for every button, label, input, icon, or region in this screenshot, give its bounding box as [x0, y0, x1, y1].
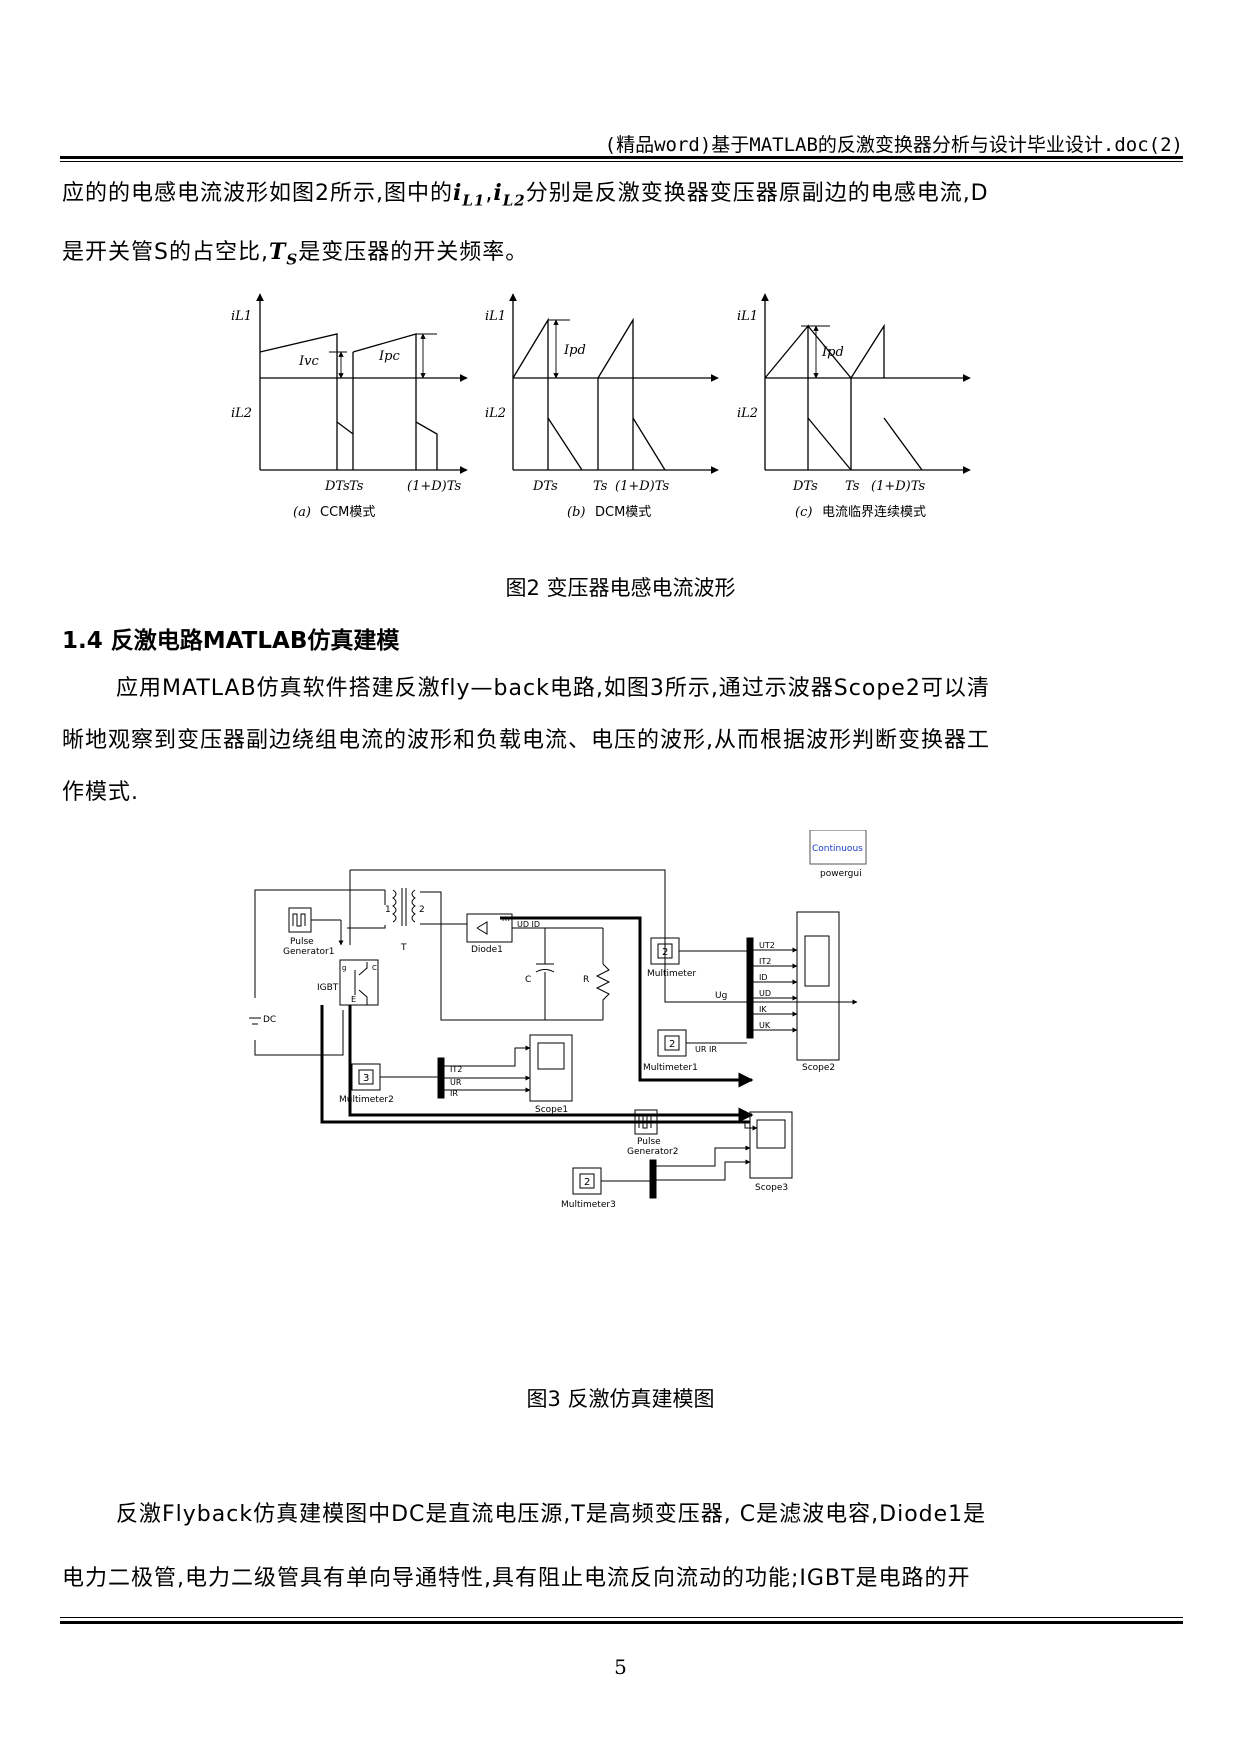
fig2b-ann1: Ipd — [563, 343, 586, 358]
fig2c-x2: Ts — [845, 479, 860, 494]
fig3-dc-label: DC — [263, 1015, 276, 1025]
paragraph-1: 应的的电感电流波形如图2所示,图中的iL1,iL2分别是反激变换器变压器原副边的… — [62, 167, 1182, 286]
fig2a-x3: (1+D)Ts — [407, 479, 461, 494]
fig3-pulse2a: Pulse — [637, 1137, 661, 1147]
paragraph-3: 反激Flyback仿真建模图中DC是直流电压源,T是高频变压器, C是滤波电容,… — [62, 1483, 1182, 1611]
paragraph-1-line-2: 是开关管S的占空比,TS是变压器的开关频率。 — [62, 226, 1182, 285]
fig3-scope1-label: Scope1 — [535, 1105, 568, 1115]
fig2b-tag: (b) — [567, 505, 585, 520]
fig3-mm-label: Multimeter — [647, 969, 696, 979]
fig3-uk: UK — [759, 1021, 771, 1030]
fig3-it2b: IT2 — [450, 1065, 462, 1074]
fig3-diode-label: Diode1 — [471, 945, 503, 955]
fig2b-x1: DTs — [532, 479, 558, 494]
fig3-id: ID — [759, 973, 768, 982]
fig3-mm2-num: 3 — [363, 1073, 369, 1084]
fig3-it2: IT2 — [759, 957, 771, 966]
fig2c-ann1: Ipd — [821, 345, 844, 360]
fig2a-bottom-label: iL2 — [231, 406, 252, 421]
fig3-mm1-num: 2 — [669, 1039, 675, 1050]
fig3-igbt-e: E — [351, 995, 356, 1004]
fig3-cap-label: C — [525, 975, 531, 985]
section-title: 反激电路MATLAB仿真建模 — [110, 628, 400, 654]
text-run: 是变压器的开关频率。 — [298, 240, 529, 266]
fig3-winding2: 2 — [419, 905, 425, 915]
paragraph-2-line-1: 应用MATLAB仿真软件搭建反激fly—back电路,如图3所示,通过示波器Sc… — [116, 676, 990, 701]
fig2a-top-label: iL1 — [231, 309, 252, 324]
fig2a-tag: (a) — [293, 505, 311, 520]
fig3-transformer-label: T — [400, 943, 407, 953]
fig3-urir: UR IR — [695, 1045, 717, 1054]
page-header-title: (精品word)基于MATLAB的反激变换器分析与设计毕业设计.doc(2) — [604, 134, 1183, 156]
fig3-ur: UR — [450, 1078, 462, 1087]
fig3-scope2-label: Scope2 — [802, 1063, 835, 1073]
paragraph-2-line-2: 晰地观察到变压器副边绕组电流的波形和负载电流、电压的波形,从而根据波形判断变换器… — [62, 728, 990, 753]
fig3-winding1: 1 — [385, 905, 391, 915]
fig2a-ann1: Ivc — [298, 354, 319, 369]
paragraph-1-line-1: 应的的电感电流波形如图2所示,图中的iL1,iL2分别是反激变换器变压器原副边的… — [62, 167, 1182, 226]
section-heading: 1.4 反激电路MATLAB仿真建模 — [62, 621, 399, 655]
fig3-mm1-label: Multimeter1 — [643, 1063, 698, 1073]
fig3-scope3-label: Scope3 — [755, 1183, 788, 1193]
fig3-ud: UD — [759, 989, 771, 998]
fig2b-top-label: iL1 — [485, 309, 506, 324]
fig3-res-label: R — [583, 975, 589, 985]
fig3-diode-m: m — [502, 914, 510, 923]
fig3-pulse1b: Generator1 — [283, 947, 334, 957]
fig3-igbt-label: IGBT — [317, 983, 339, 993]
section-number: 1.4 — [62, 628, 103, 654]
header-rule — [60, 156, 1183, 159]
fig2a-ann2: Ipc — [378, 349, 400, 364]
symbol-Ts: TS — [268, 239, 299, 269]
fig3-ug-label: Ug — [715, 991, 727, 1001]
fig2a-x1: DTs — [324, 479, 350, 494]
fig3-mm2-label: Multimeter2 — [339, 1095, 394, 1105]
fig2b-x3: (1+D)Ts — [615, 479, 669, 494]
footer-rule-thin — [60, 1617, 1183, 1618]
fig3-powergui-label: powergui — [820, 869, 862, 879]
fig3-ik: IK — [759, 1005, 767, 1014]
footer-rule — [60, 1621, 1183, 1624]
figure-2-caption: 图2 变压器电感电流波形 — [505, 576, 736, 600]
fig2a-x2: Ts — [349, 479, 364, 494]
paragraph-3-line-2: 电力二极管,电力二级管具有单向导通特性,具有阻止电流反向流动的功能;IGBT是电… — [62, 1566, 971, 1591]
header-rule-thin — [60, 161, 1183, 162]
symbol-iL2: iL2 — [493, 180, 526, 210]
fig2b-x2: Ts — [593, 479, 608, 494]
figure-2-waveforms: iL1 iL2 Ivc Ipc DTs Ts (1+D)Ts (a) CCM模式… — [231, 293, 971, 520]
fig2c-name: 电流临界连续模式 — [822, 504, 926, 520]
fig3-continuous-label: Continuous — [812, 844, 863, 854]
fig2b-name: DCM模式 — [595, 505, 651, 520]
text-run: , — [485, 181, 494, 206]
fig3-pulse2b: Generator2 — [627, 1147, 678, 1157]
paragraph-3-line-1: 反激Flyback仿真建模图中DC是直流电压源,T是高频变压器, C是滤波电容,… — [116, 1502, 987, 1527]
text-run: 应的的电感电流波形如图2所示,图中的 — [62, 181, 453, 206]
fig2c-x1: DTs — [792, 479, 818, 494]
text-run: 是开关管S的占空比, — [62, 240, 269, 266]
fig2a-name: CCM模式 — [320, 505, 375, 520]
symbol-iL1: iL1 — [453, 180, 486, 210]
paragraph-2: 应用MATLAB仿真软件搭建反激fly—back电路,如图3所示,通过示波器Sc… — [62, 663, 1182, 819]
fig2c-x3: (1+D)Ts — [871, 479, 925, 494]
fig2c-bottom-label: iL2 — [737, 406, 758, 421]
fig3-pulse1a: Pulse — [290, 937, 314, 947]
fig3-mm3-label: Multimeter3 — [561, 1200, 616, 1210]
fig3-ir: IR — [450, 1089, 458, 1098]
figure-3-caption: 图3 反激仿真建模图 — [526, 1387, 715, 1411]
fig3-udid-label: UD ID — [517, 920, 540, 929]
fig3-ut2: UT2 — [759, 941, 775, 950]
figure-3-simulink-model: Continuous powergui Pulse Generator1 DC … — [249, 830, 867, 1210]
fig3-mm3-num: 2 — [584, 1177, 590, 1188]
fig2c-top-label: iL1 — [737, 309, 758, 324]
fig2b-bottom-label: iL2 — [485, 406, 506, 421]
text-run: 分别是反激变换器变压器原副边的电感电流,D — [525, 181, 989, 206]
paragraph-2-line-3: 作模式. — [62, 780, 139, 805]
fig3-igbt-c: C — [372, 964, 377, 972]
fig3-igbt-g: g — [342, 964, 346, 972]
page-number: 5 — [614, 1655, 627, 1679]
fig2c-tag: (c) — [795, 505, 812, 520]
fig3-mm-num: 2 — [662, 947, 668, 958]
